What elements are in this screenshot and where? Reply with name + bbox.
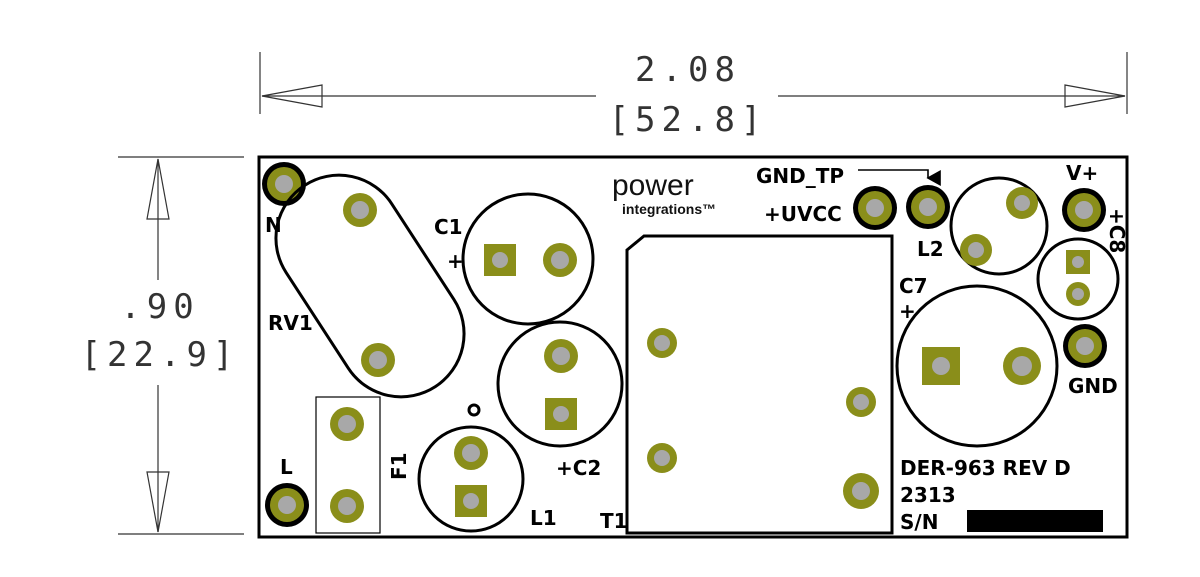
l2-inductor (949, 176, 1049, 276)
width-mm: [52.8] (609, 100, 768, 140)
label-uvcc: +UVCC (764, 202, 842, 226)
arrow-down-icon (146, 471, 170, 533)
label-rv1: RV1 (268, 311, 313, 335)
height-inches: .90 (120, 287, 199, 327)
label-t1: T1 (600, 509, 628, 533)
terminal-n (262, 162, 306, 206)
height-dimension: .90 [22.9] (81, 156, 244, 535)
label-f1: F1 (387, 452, 411, 480)
svg-text:integrations™: integrations™ (622, 201, 716, 217)
label-c1-plus: + (447, 249, 464, 273)
serial-label: S/N (900, 510, 938, 534)
power-integrations-logo: power integrations™ (612, 169, 716, 217)
width-inches: 2.08 (635, 50, 741, 90)
label-vplus: V+ (1066, 161, 1098, 185)
c7-capacitor (895, 284, 1059, 448)
svg-text:power: power (612, 169, 694, 202)
arrow-right-icon (1064, 84, 1126, 108)
date-code: 2313 (900, 483, 956, 507)
c1-capacitor (461, 192, 595, 326)
c2-capacitor (496, 320, 624, 448)
arrow-up-icon (146, 158, 170, 220)
label-l: L (280, 455, 293, 479)
serial-number-box (967, 510, 1103, 532)
testpoint-uvcc (853, 186, 897, 230)
terminal-gnd (1063, 324, 1107, 368)
t1-transformer (625, 234, 894, 535)
label-l2: L2 (917, 237, 944, 261)
testpoint-gnd (906, 185, 950, 229)
board-id: DER-963 REV D (900, 456, 1071, 480)
c8-capacitor (1036, 237, 1120, 321)
arrow-left-icon (261, 84, 323, 108)
board-outline (257, 155, 1129, 539)
label-c2: +C2 (556, 456, 601, 480)
height-mm: [22.9] (81, 335, 240, 375)
label-gnd-tp: GND_TP (756, 164, 844, 188)
label-gnd: GND (1068, 374, 1118, 398)
label-c1: C1 (434, 215, 463, 239)
label-c7: C7 (899, 274, 928, 298)
label-l1: L1 (530, 506, 557, 530)
width-dimension: 2.08 [52.8] (259, 50, 1128, 140)
label-c7-plus: + (899, 299, 916, 323)
rv1-varistor (274, 173, 466, 399)
arrow-down-icon (858, 169, 941, 186)
label-c8: +C8 (1105, 208, 1129, 253)
f1-fuse (315, 396, 381, 534)
terminal-l (265, 483, 309, 527)
terminal-vplus (1062, 188, 1106, 232)
l1-inductor (417, 403, 525, 533)
